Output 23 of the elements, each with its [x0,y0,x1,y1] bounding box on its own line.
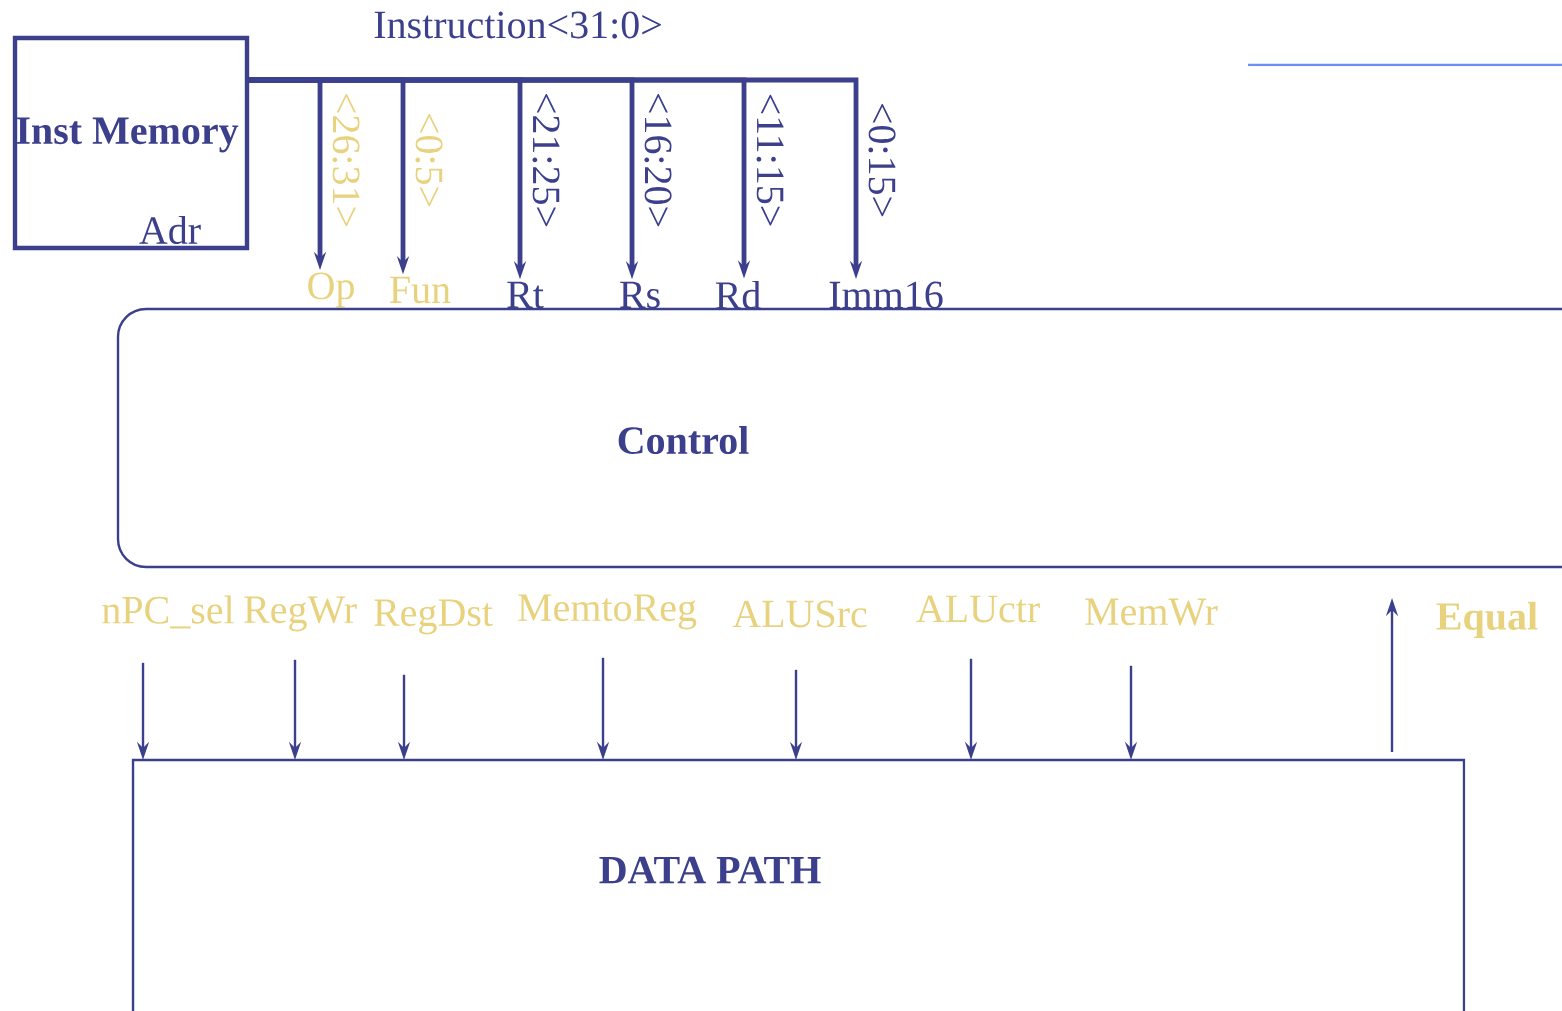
edge-label: <11:15> [756,94,784,226]
edge-label: <21:25> [532,93,560,227]
edge-label: Equal [1436,601,1538,639]
edge-label: <26:31> [332,93,360,227]
field-name: Op [308,272,354,308]
edge-label: <0:15> [868,103,896,217]
field-name: Rt [507,281,544,309]
signal-name: MemWr [1085,598,1218,626]
signal-name: ALUSrc [732,600,867,628]
field-name: Rs [620,281,660,309]
bus-label: Instruction<31:0> [374,11,661,39]
memory-box: Inst Memory Adr [12,35,250,251]
control-box: Control [116,307,1562,569]
signal-name: ALUctr [916,595,1040,623]
signal-name: RegWr [244,596,357,632]
field-name: Imm16 [829,281,943,309]
field-name: Fun [390,276,451,304]
datapath-box: DATA PATH [131,758,1466,1011]
edge-label: <0:5> [415,113,443,207]
signal-name: MemtoReg [518,594,697,630]
edge-label: <16:20> [644,93,672,227]
signal-name: RegDst [374,599,493,635]
signal-name: nPC_sel [102,595,234,629]
